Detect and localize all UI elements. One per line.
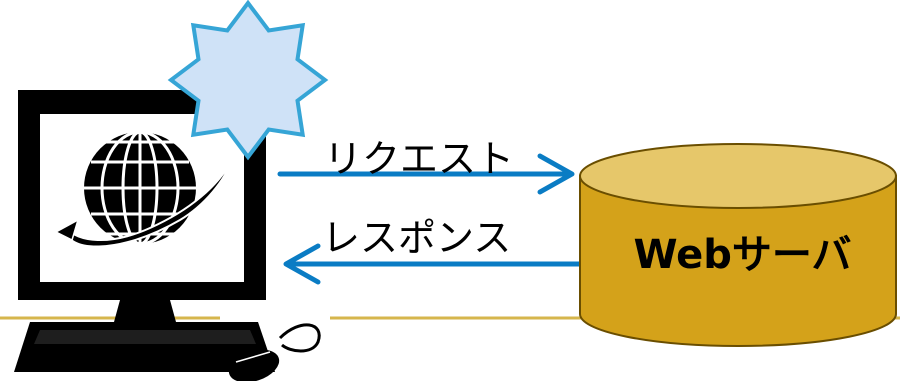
request-label: リクエスト (324, 137, 515, 181)
star-burst-icon (167, 0, 329, 161)
globe-icon (54, 130, 233, 248)
database-icon (579, 143, 897, 347)
response-arrow (283, 243, 589, 285)
request-arrow (277, 153, 575, 195)
response-label: レスポンス (322, 216, 512, 260)
mouse-icon (228, 323, 321, 383)
web-server-label: Webサーバ (633, 232, 852, 278)
